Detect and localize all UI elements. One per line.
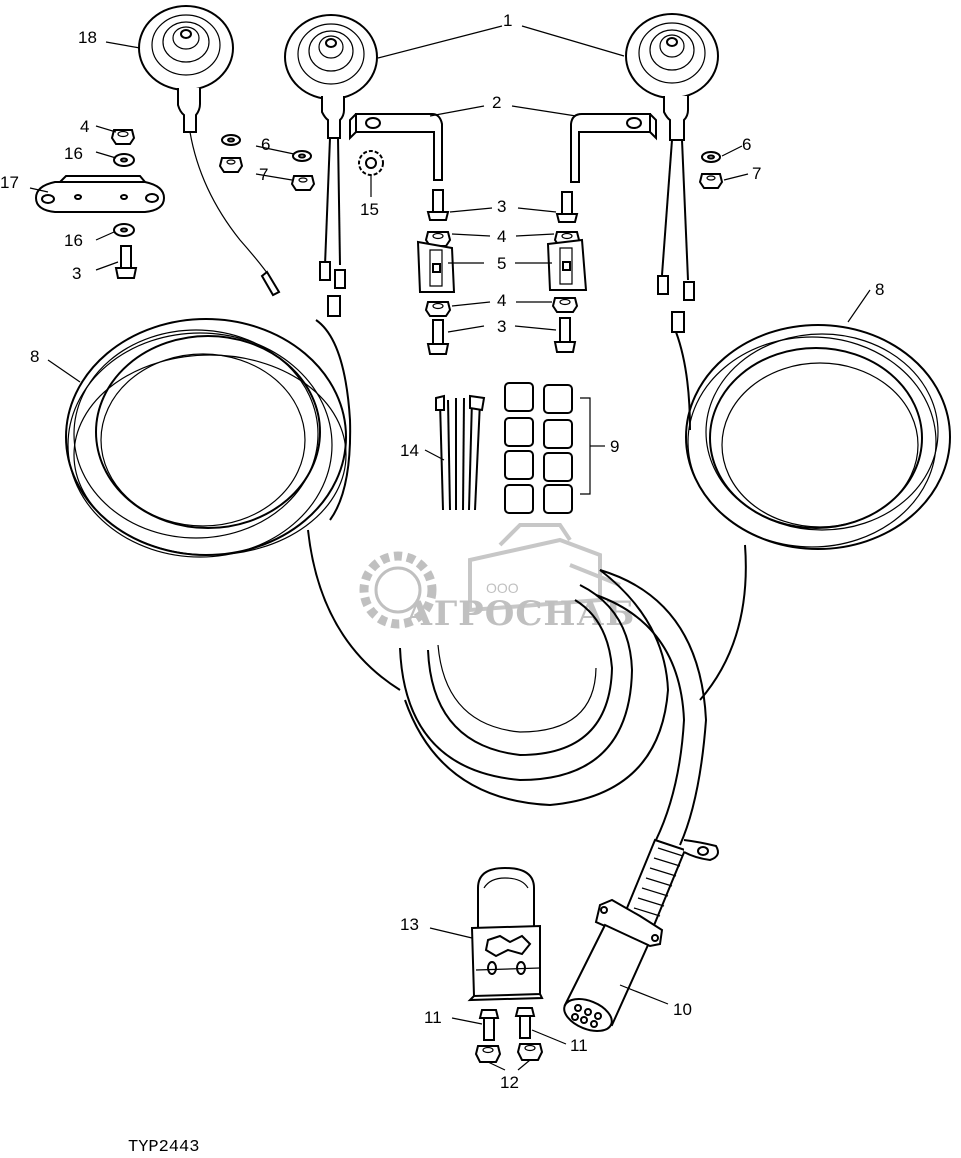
- bolt-11-right: [514, 1007, 536, 1039]
- callout-11-left: 11: [424, 1008, 442, 1027]
- washer-6-right: [701, 151, 721, 163]
- socket-bracket-13: [467, 866, 544, 1002]
- wire-harness-coil-left-8: [65, 318, 401, 691]
- washer-16-lower: [113, 223, 135, 237]
- bolt-3-plate: [114, 245, 138, 279]
- nut-7-right: [698, 173, 724, 189]
- washer-6-left-a: [221, 134, 241, 146]
- bolt-3-lower-left: [426, 319, 450, 355]
- callout-4-upper: 4: [497, 227, 506, 246]
- lock-washer-15: [358, 150, 384, 176]
- callout-16-lower: 16: [64, 231, 83, 250]
- leader-lines: [29, 25, 871, 1071]
- callout-4-lower: 4: [497, 291, 506, 310]
- callout-1: 1: [503, 11, 512, 30]
- cable-ties-14: [435, 394, 486, 511]
- marker-lamp-left-18: [138, 5, 281, 297]
- callout-18: 18: [78, 28, 97, 47]
- marker-lamp-center-1: [284, 14, 378, 317]
- callout-13: 13: [400, 915, 419, 934]
- mounting-bracket-left-2: [349, 113, 443, 181]
- callout-17: 17: [0, 173, 19, 192]
- callout-15: 15: [360, 200, 379, 219]
- callout-7-left: 7: [259, 165, 268, 184]
- callout-6-right: 6: [742, 135, 751, 154]
- callout-3-lower: 3: [497, 317, 506, 336]
- bolt-11-left: [478, 1009, 500, 1041]
- nut-4-plate: [110, 129, 136, 145]
- callout-10: 10: [673, 1000, 692, 1019]
- nut-12-left: [474, 1045, 502, 1063]
- harvester-logo-icon: [468, 523, 621, 613]
- callout-8-left: 8: [30, 347, 39, 366]
- nut-7-left-b: [290, 175, 316, 191]
- bolt-3-upper-left: [426, 189, 450, 221]
- watermark-company-form: ООО: [486, 580, 519, 596]
- nut-4-lower-right: [551, 297, 579, 313]
- callout-4-plate: 4: [80, 117, 89, 136]
- bolt-3-lower-right: [553, 317, 577, 353]
- washer-6-left-b: [292, 150, 312, 162]
- watermark: ООО АГРОСНАБ: [359, 523, 635, 634]
- marker-lamp-right-1: [625, 13, 719, 333]
- callout-16-upper: 16: [64, 144, 83, 163]
- callout-2: 2: [492, 93, 501, 112]
- mounting-plate-17: [34, 175, 166, 213]
- clip-5-right: [546, 238, 588, 291]
- clip-5-left: [416, 240, 456, 293]
- nut-12-right: [516, 1043, 544, 1061]
- wire-harness-coil-right-8: [675, 324, 951, 701]
- figure-code: TYP2443: [128, 1138, 199, 1157]
- nut-7-left-a: [218, 157, 244, 173]
- callout-3-plate: 3: [72, 264, 81, 283]
- callout-7-right: 7: [752, 164, 761, 183]
- callout-11-right: 11: [570, 1036, 588, 1055]
- callout-14: 14: [400, 441, 419, 460]
- trailer-connector-plug-10: [563, 838, 719, 1033]
- gear-logo-icon: [359, 551, 437, 629]
- callout-9: 9: [610, 437, 619, 456]
- nut-4-lower-left: [424, 301, 452, 317]
- watermark-brand: АГРОСНАБ: [405, 594, 635, 634]
- washer-16-upper: [113, 153, 135, 167]
- cable-clamps-9: [504, 382, 591, 514]
- callout-6-left: 6: [261, 135, 270, 154]
- bolt-3-upper-right: [555, 191, 579, 223]
- callout-3-upper: 3: [497, 197, 506, 216]
- callout-12: 12: [500, 1073, 519, 1092]
- callout-8-right: 8: [875, 280, 884, 299]
- callout-labels: 18 1 2 4 16 17 16 3 6 7 15 6 7 3 4 5 4 3…: [0, 11, 884, 1092]
- mounting-bracket-right-2: [570, 113, 657, 183]
- callout-5: 5: [497, 254, 506, 273]
- main-harness-cable: [399, 569, 708, 846]
